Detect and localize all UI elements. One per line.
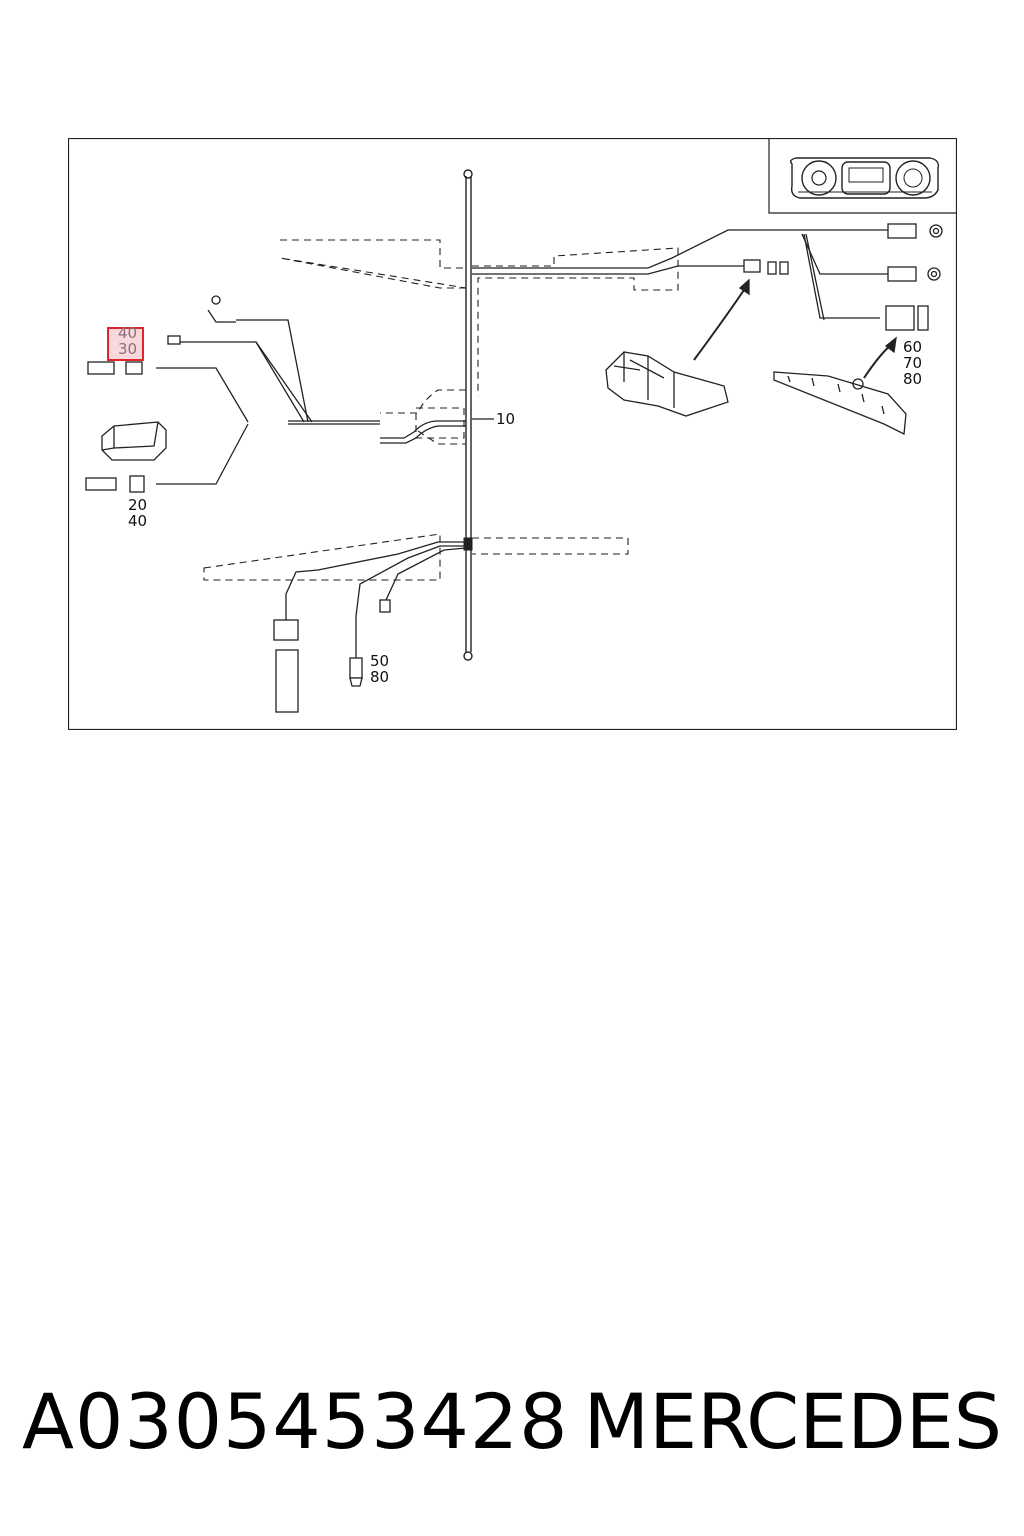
callout-70: 70 [903,354,922,372]
lower-left-branch [273,541,467,713]
upper-right-branch [472,223,943,331]
fuse-box-illustration [605,278,750,417]
brand-name: MERCEDES [583,1377,1002,1466]
callout-10: 10 [496,410,515,428]
callout-60: 60 [903,338,922,356]
main-harness-trunk [463,169,494,661]
callout-20: 20 [128,496,147,514]
callout-40-upper: 40 [118,324,137,342]
callout-40-lower: 40 [128,512,147,530]
diagram-border [68,138,957,730]
callout-50: 50 [370,652,389,670]
callout-80-right: 80 [903,370,922,388]
lamp-bar-illustration [773,336,907,436]
left-upper-branch [85,295,466,493]
dashed-vehicle-outlines [203,239,679,581]
callout-highlight-box [107,327,144,361]
callout-30: 30 [118,340,137,358]
instrument-cluster-inset [768,138,957,214]
part-footer: A0305453428 MERCEDES [0,1372,1024,1472]
control-unit-illustration [101,421,167,461]
wiring-harness-diagram: 10 40 30 20 40 50 80 60 70 80 [68,138,957,730]
callout-80-lower: 80 [370,668,389,686]
part-number: A0305453428 [22,1377,569,1466]
